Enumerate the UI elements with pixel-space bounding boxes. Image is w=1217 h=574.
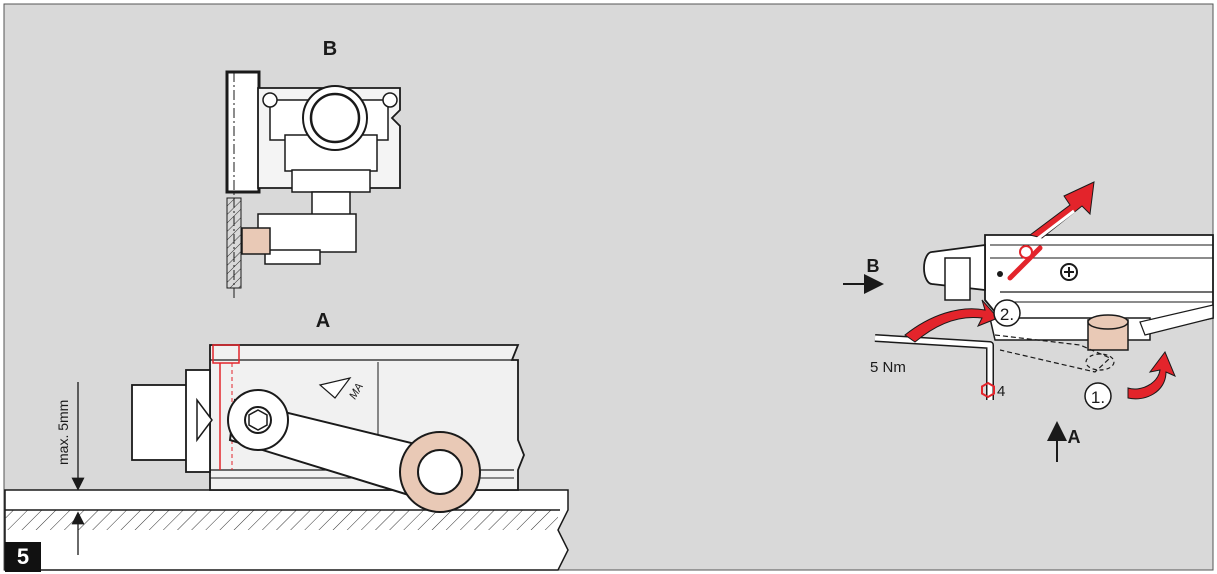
clearance-label: max. 5mm — [55, 400, 71, 465]
roller-detail — [1087, 314, 1129, 330]
step-1-label: 1. — [1091, 388, 1105, 407]
view-a-label: A — [316, 310, 330, 332]
step-2-label: 2. — [1000, 305, 1014, 324]
hex-key-icon — [981, 381, 995, 399]
detail-view: 2. 1. 5 Nm 4 B A — [843, 181, 1214, 462]
step-1-marker — [1084, 382, 1112, 410]
step-2-marker — [993, 299, 1021, 327]
figure-number-badge: 5 — [5, 542, 41, 572]
hex-key-label: 4 — [997, 383, 1005, 400]
direction-a-label: A — [1068, 427, 1081, 447]
direction-b-label: B — [867, 256, 880, 276]
roller-pad-b — [241, 227, 271, 255]
torque-label: 5 Nm — [870, 359, 906, 376]
view-a: A MA max. 5mm — [4, 310, 569, 571]
view-b-label: B — [323, 38, 337, 60]
view-b: B — [225, 38, 401, 300]
